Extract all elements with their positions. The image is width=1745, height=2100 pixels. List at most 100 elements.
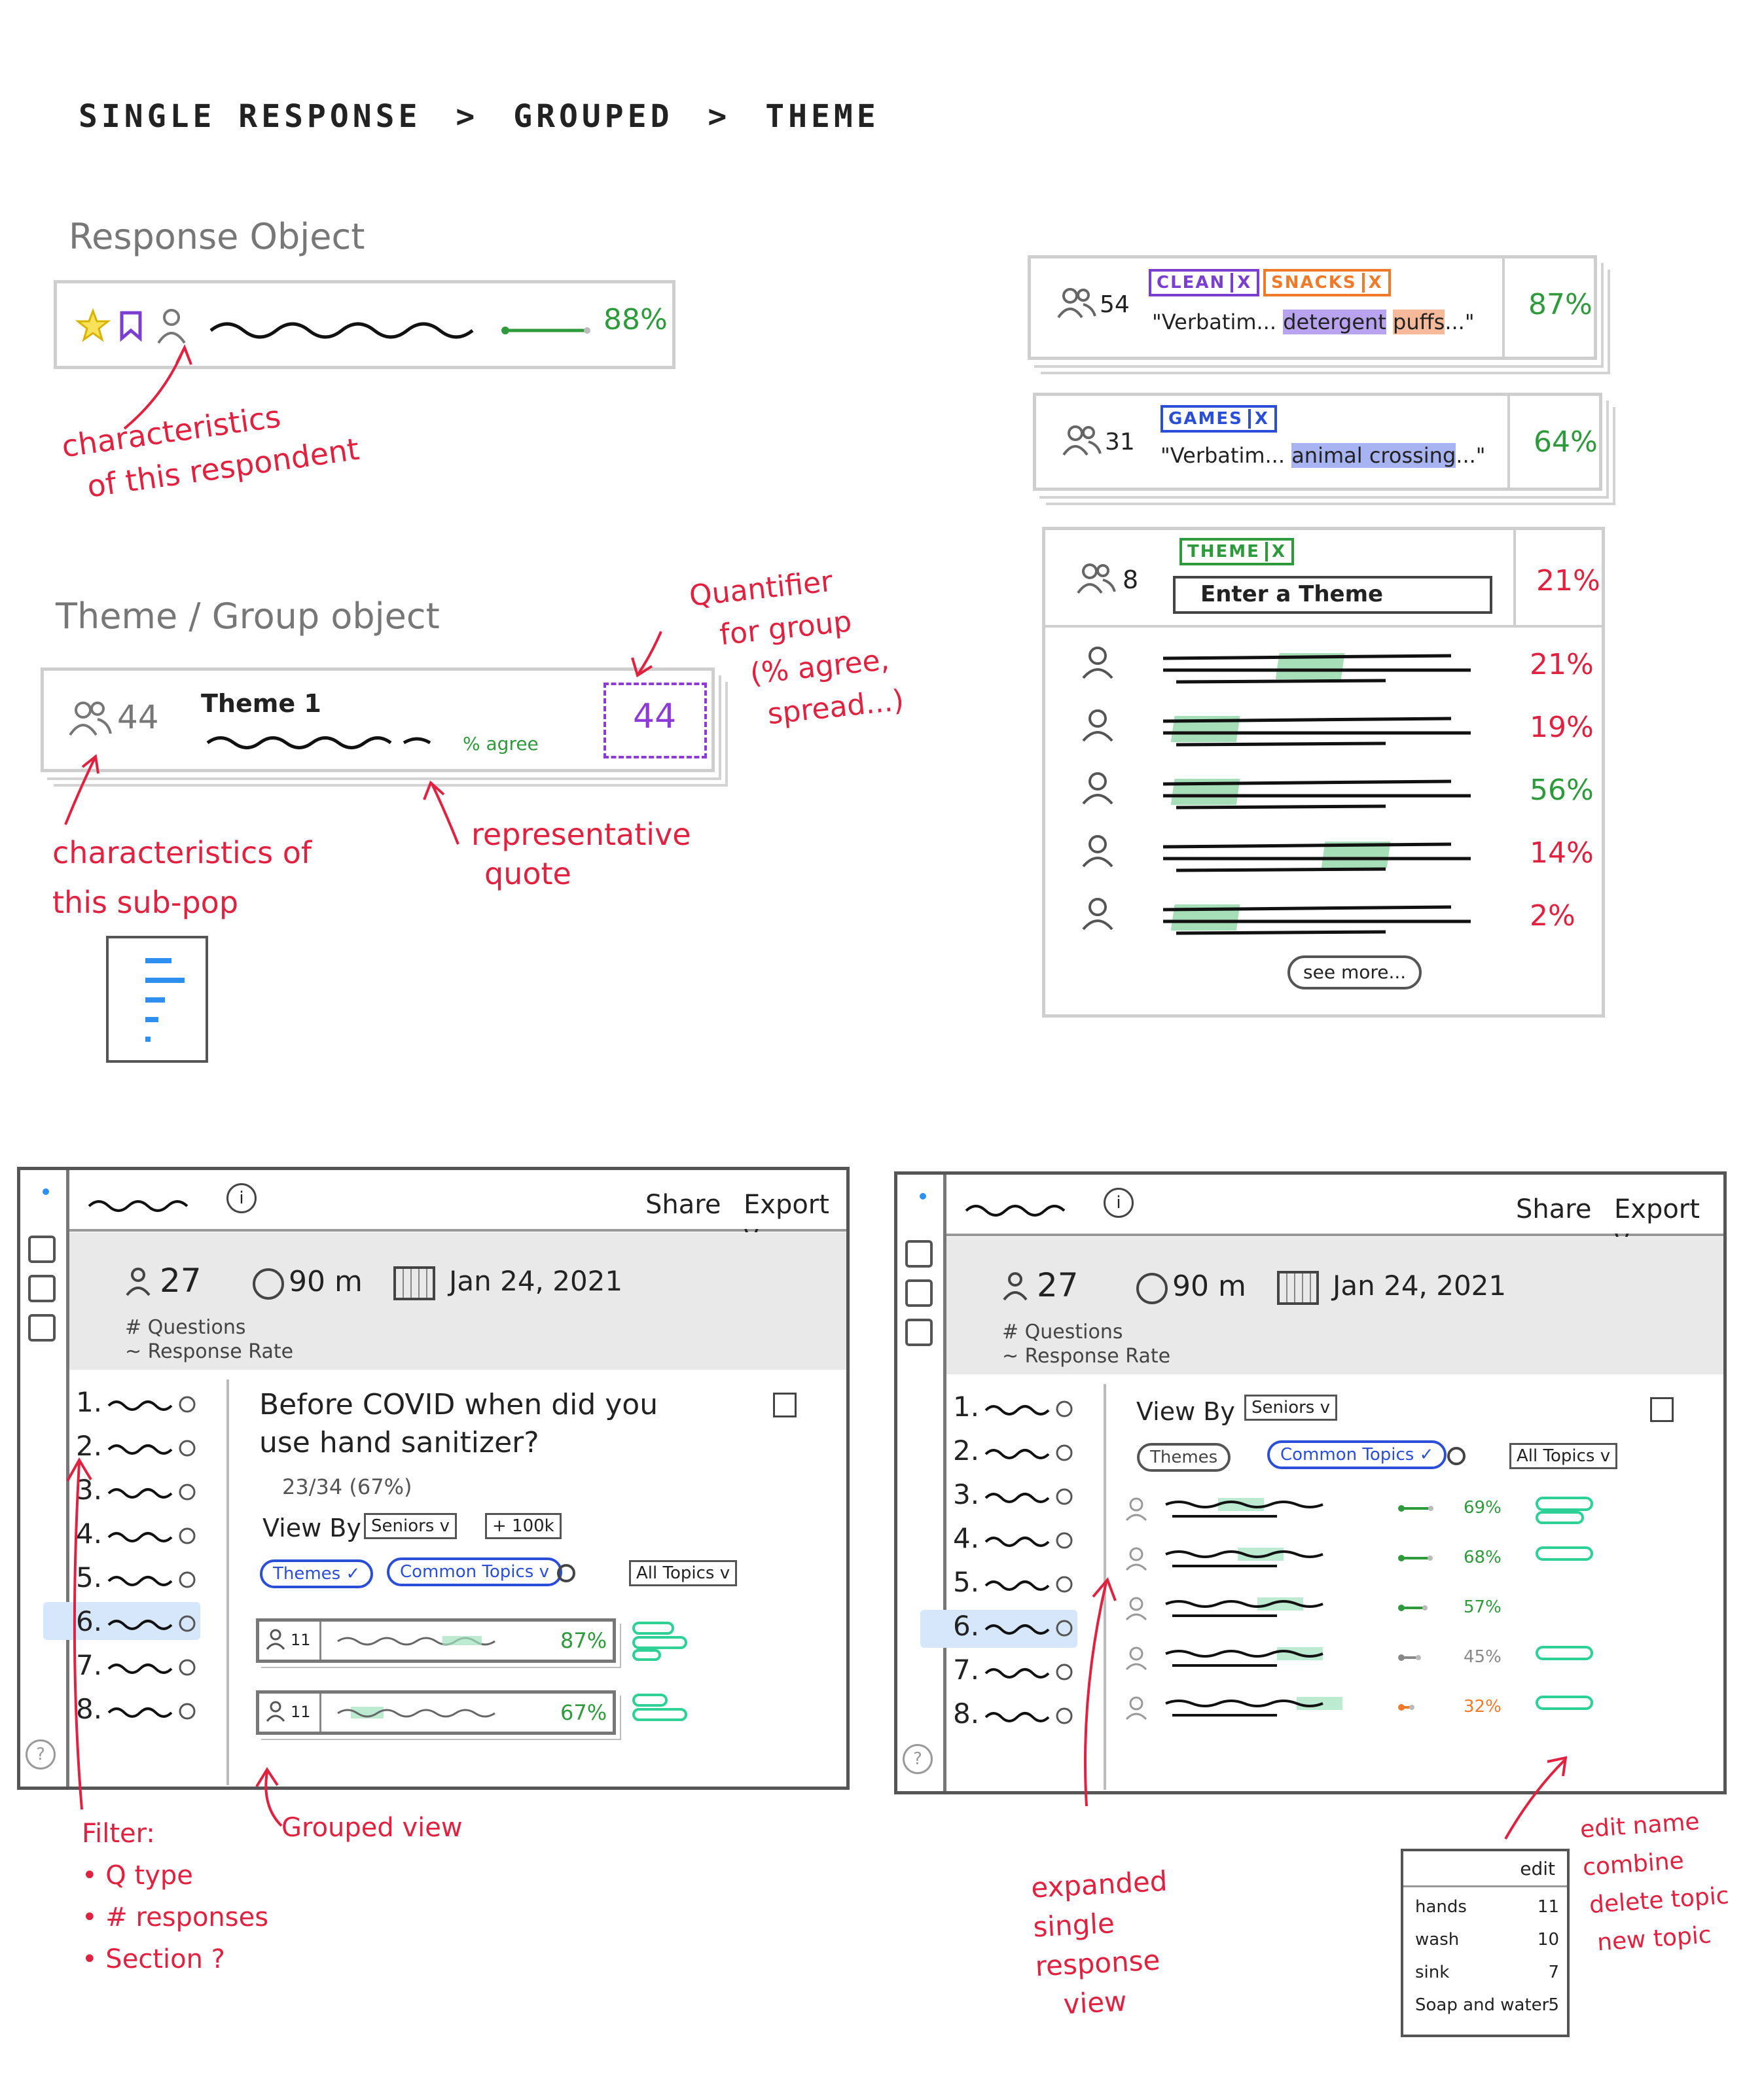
theme-label[interactable]: Theme 1	[201, 689, 321, 718]
response-object-card[interactable]: 88%	[54, 280, 675, 369]
bookmark-icon[interactable]	[119, 311, 143, 342]
topic-toggle-icon[interactable]	[1536, 1645, 1601, 1677]
seniors-filter[interactable]: Seniors v	[1244, 1395, 1337, 1421]
expanded-response-row[interactable]: 2%	[1045, 893, 1602, 945]
question-item[interactable]: 3.	[76, 1474, 103, 1506]
tag-remove-icon[interactable]: X	[1265, 542, 1286, 561]
response-row[interactable]: 32%	[1113, 1694, 1689, 1740]
topic-count: 7	[1548, 1963, 1559, 1982]
topic-toggle-icon[interactable]	[1536, 1545, 1601, 1578]
popover-edit-button[interactable]: edit	[1520, 1858, 1555, 1879]
info-icon[interactable]: i	[226, 1183, 257, 1213]
tag-remove-icon[interactable]: X	[1361, 273, 1383, 293]
help-icon[interactable]: ?	[903, 1744, 933, 1774]
expanded-response-row[interactable]: 14%	[1045, 830, 1602, 882]
topic-toggle-icon[interactable]	[632, 1622, 698, 1661]
response-row[interactable]: 69%	[1113, 1495, 1689, 1541]
nav-square-icon[interactable]	[905, 1319, 933, 1346]
themes-toggle[interactable]: Themes ✓	[260, 1559, 374, 1588]
tag-remove-icon[interactable]: X	[1231, 273, 1252, 293]
question-item[interactable]: 4.	[953, 1522, 980, 1554]
expanded-response-row[interactable]: 21%	[1045, 641, 1602, 694]
question-item[interactable]: 1.	[76, 1386, 103, 1418]
question-item[interactable]: 7.	[953, 1654, 980, 1686]
question-item[interactable]: 4.	[76, 1518, 103, 1550]
themes-toggle[interactable]: Themes	[1137, 1443, 1231, 1472]
theme-name-input[interactable]: Enter a Theme	[1173, 576, 1492, 614]
all-topics-dropdown[interactable]: All Topics v	[1509, 1443, 1618, 1469]
grouped-row[interactable]: 11 87%	[256, 1618, 616, 1663]
mini-bar	[145, 1017, 158, 1022]
annotation-line: response	[1034, 1944, 1161, 1983]
response-object-title: Response Object	[69, 216, 365, 257]
row-divider	[319, 1694, 321, 1732]
search-icon[interactable]	[557, 1564, 575, 1582]
expanded-response-row[interactable]: 19%	[1045, 704, 1602, 756]
question-item-squiggle	[107, 1659, 196, 1676]
nav-square-icon[interactable]	[905, 1240, 933, 1268]
tag-remove-icon[interactable]: X	[1248, 409, 1269, 429]
response-row[interactable]: 45%	[1113, 1645, 1689, 1690]
person-icon[interactable]	[155, 307, 188, 345]
nav-square-icon[interactable]	[905, 1279, 933, 1307]
agreement-slider[interactable]	[501, 323, 594, 338]
question-item[interactable]: 5.	[76, 1561, 103, 1593]
group-percent: 87%	[1528, 288, 1592, 321]
seniors-filter[interactable]: Seniors v	[364, 1513, 457, 1539]
question-item[interactable]: 6.	[76, 1605, 103, 1637]
group-quote: "Verbatim... animal crossing..."	[1160, 443, 1486, 468]
question-item[interactable]: 2.	[953, 1434, 980, 1467]
share-button[interactable]: Share	[1516, 1194, 1592, 1224]
question-item[interactable]: 2.	[76, 1430, 103, 1462]
info-icon[interactable]: i	[1104, 1188, 1134, 1218]
help-icon[interactable]: ?	[26, 1739, 56, 1770]
question-item[interactable]: 7.	[76, 1649, 103, 1681]
all-topics-dropdown[interactable]: All Topics v	[629, 1560, 738, 1586]
nav-square-icon[interactable]	[28, 1275, 56, 1302]
crumb-theme[interactable]: THEME	[765, 98, 880, 135]
question-item[interactable]: 8.	[953, 1698, 980, 1730]
star-icon[interactable]	[75, 308, 111, 342]
expanded-response-row[interactable]: 56%	[1045, 767, 1602, 819]
topic-toggle-icon[interactable]	[1536, 1694, 1601, 1727]
download-icon[interactable]	[773, 1393, 797, 1417]
app-logo-icon	[43, 1188, 49, 1195]
question-item[interactable]: 5.	[953, 1566, 980, 1598]
grouped-row[interactable]: 11 67%	[256, 1690, 616, 1735]
row-percent: 69%	[1464, 1498, 1502, 1518]
response-row[interactable]: 57%	[1113, 1595, 1689, 1641]
annotation-line: single	[1032, 1907, 1116, 1944]
topic-name[interactable]: hands	[1415, 1897, 1467, 1917]
search-icon[interactable]	[1447, 1447, 1466, 1465]
topic-name[interactable]: sink	[1415, 1963, 1450, 1982]
question-item[interactable]: 3.	[953, 1478, 980, 1510]
topic-toggle-icon[interactable]	[1536, 1495, 1601, 1528]
quantifier-box[interactable]	[603, 683, 707, 758]
question-item[interactable]: 8.	[76, 1693, 103, 1725]
download-icon[interactable]	[1650, 1397, 1674, 1422]
question-item[interactable]: 6.	[953, 1610, 980, 1642]
crumb-grouped[interactable]: GROUPED	[513, 98, 674, 135]
topic-name[interactable]: wash	[1415, 1930, 1460, 1949]
theme-object-card[interactable]: 44 Theme 1 % agree 44	[41, 667, 715, 772]
question-item[interactable]: 1.	[953, 1391, 980, 1423]
response-row[interactable]: 68%	[1113, 1545, 1689, 1591]
see-more-button[interactable]: see more...	[1287, 955, 1422, 989]
common-topics-toggle[interactable]: Common Topics ✓	[1267, 1440, 1447, 1469]
topic-toggle-icon[interactable]	[632, 1694, 698, 1722]
nav-square-icon[interactable]	[28, 1236, 56, 1263]
crumb-single-response[interactable]: SINGLE RESPONSE	[79, 98, 422, 135]
share-button[interactable]: Share	[645, 1190, 721, 1220]
common-topics-toggle[interactable]: Common Topics v	[387, 1557, 562, 1586]
topic-name[interactable]: Soap and water	[1415, 1995, 1549, 2015]
nav-square-icon[interactable]	[28, 1314, 56, 1342]
income-filter[interactable]: + 100k	[485, 1513, 562, 1539]
